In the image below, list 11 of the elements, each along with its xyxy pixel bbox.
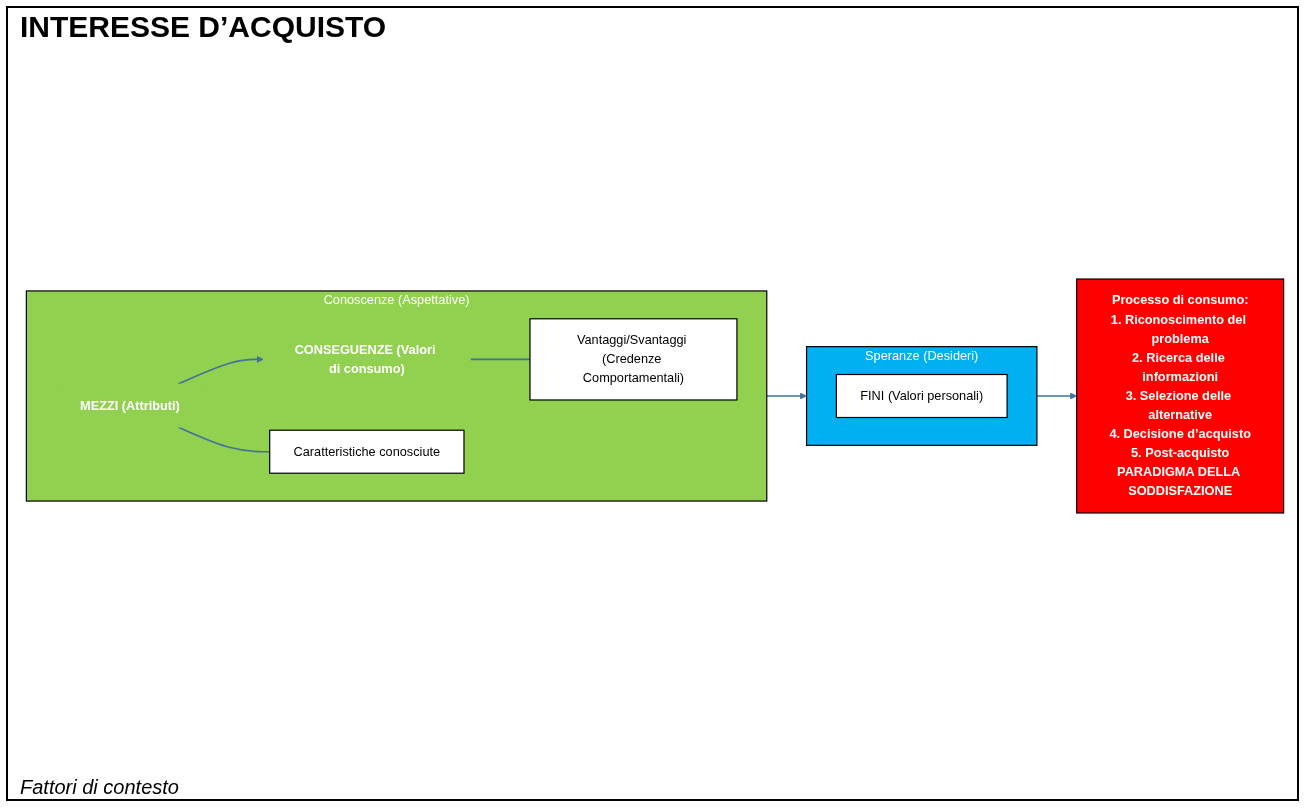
node-box: Processo di consumo: 1. Riconoscimento del problema 2. Ricerca delle informazioni 3. Selezione delle alternative 4. Decisione d’acquisto 5. Post-acquisto PARADIGMA DELLA SODDISFAZIONE (1076, 278, 1285, 514)
node-text: MEZZI (Attributi) (80, 398, 180, 412)
note-text: Fattori di contesto (20, 776, 179, 799)
node-box: Vantaggi/Svantaggi (Credenze Comportamentali) (529, 318, 738, 401)
arrow (177, 355, 264, 385)
connector (469, 358, 531, 361)
node-box: FINI (Valori personali) (835, 373, 1008, 419)
node-box: Caratteristiche conosciute (269, 429, 465, 474)
diagram-title: INTERESSE D’ACQUISTO (20, 10, 387, 44)
node-text: CONSEGUENZE (Valori di consumo) (294, 342, 436, 376)
arrow (1036, 392, 1077, 400)
